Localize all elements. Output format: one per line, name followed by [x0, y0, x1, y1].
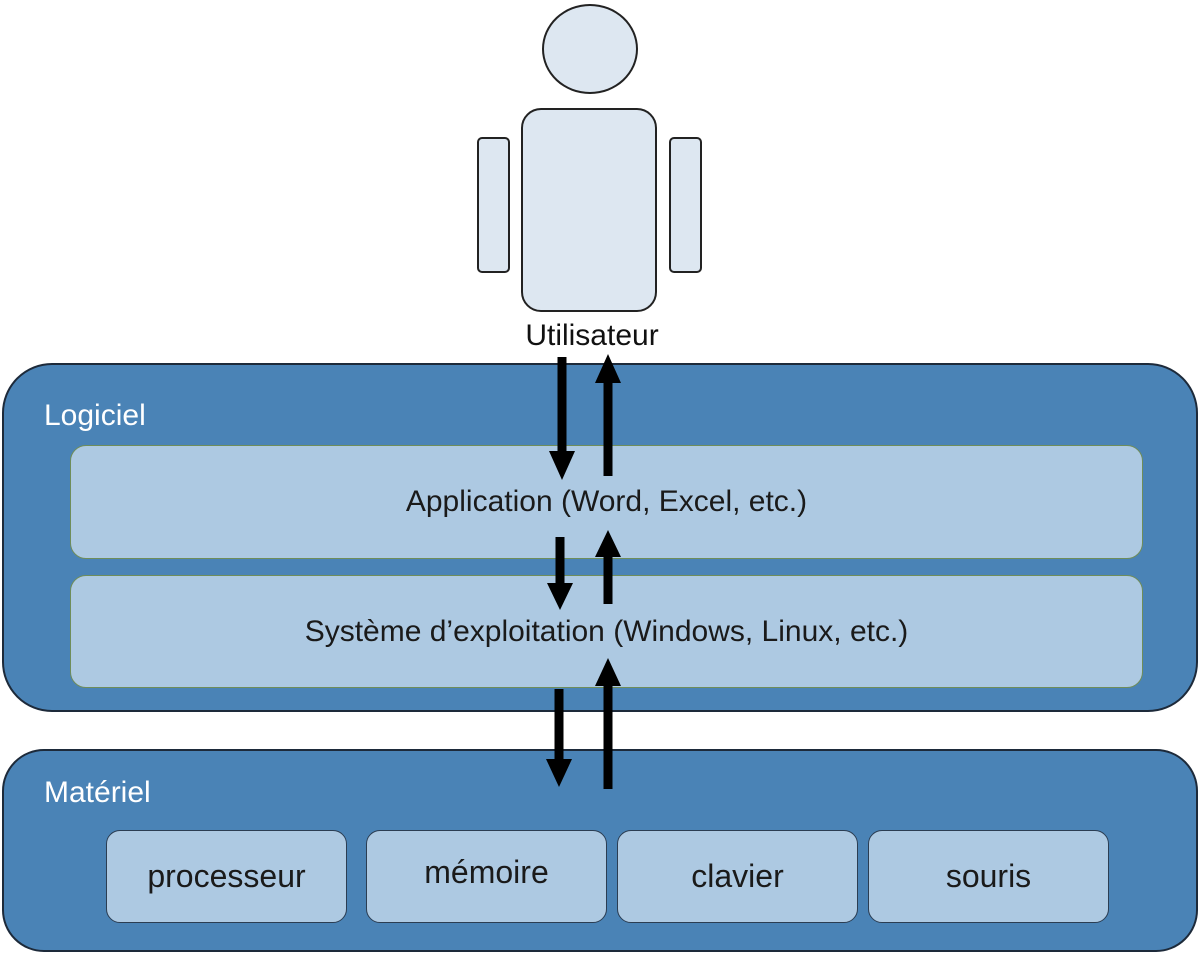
hardware-component-mouse: souris: [868, 830, 1109, 923]
operating-system-layer: Système d’exploitation (Windows, Linux, …: [70, 575, 1143, 688]
hardware-component-label: processeur: [147, 858, 306, 894]
hardware-component-label: clavier: [691, 858, 784, 894]
operating-system-layer-label: Système d’exploitation (Windows, Linux, …: [304, 614, 909, 648]
hardware-component-label: mémoire: [424, 854, 549, 890]
hardware-component-processor: processeur: [106, 830, 347, 923]
user-head: [542, 4, 638, 94]
application-layer: Application (Word, Excel, etc.): [70, 445, 1143, 559]
user-label: Utilisateur: [525, 319, 659, 352]
software-panel-title: Logiciel: [44, 399, 146, 432]
hardware-component-label: souris: [945, 858, 1032, 894]
user-torso: [521, 108, 657, 312]
user-right-arm: [669, 137, 702, 273]
hardware-component-keyboard: clavier: [617, 830, 858, 923]
user-left-arm: [477, 137, 510, 273]
hardware-component-memory: mémoire: [366, 830, 607, 923]
application-layer-label: Application (Word, Excel, etc.): [405, 485, 808, 518]
hardware-panel-title: Matériel: [44, 776, 151, 809]
